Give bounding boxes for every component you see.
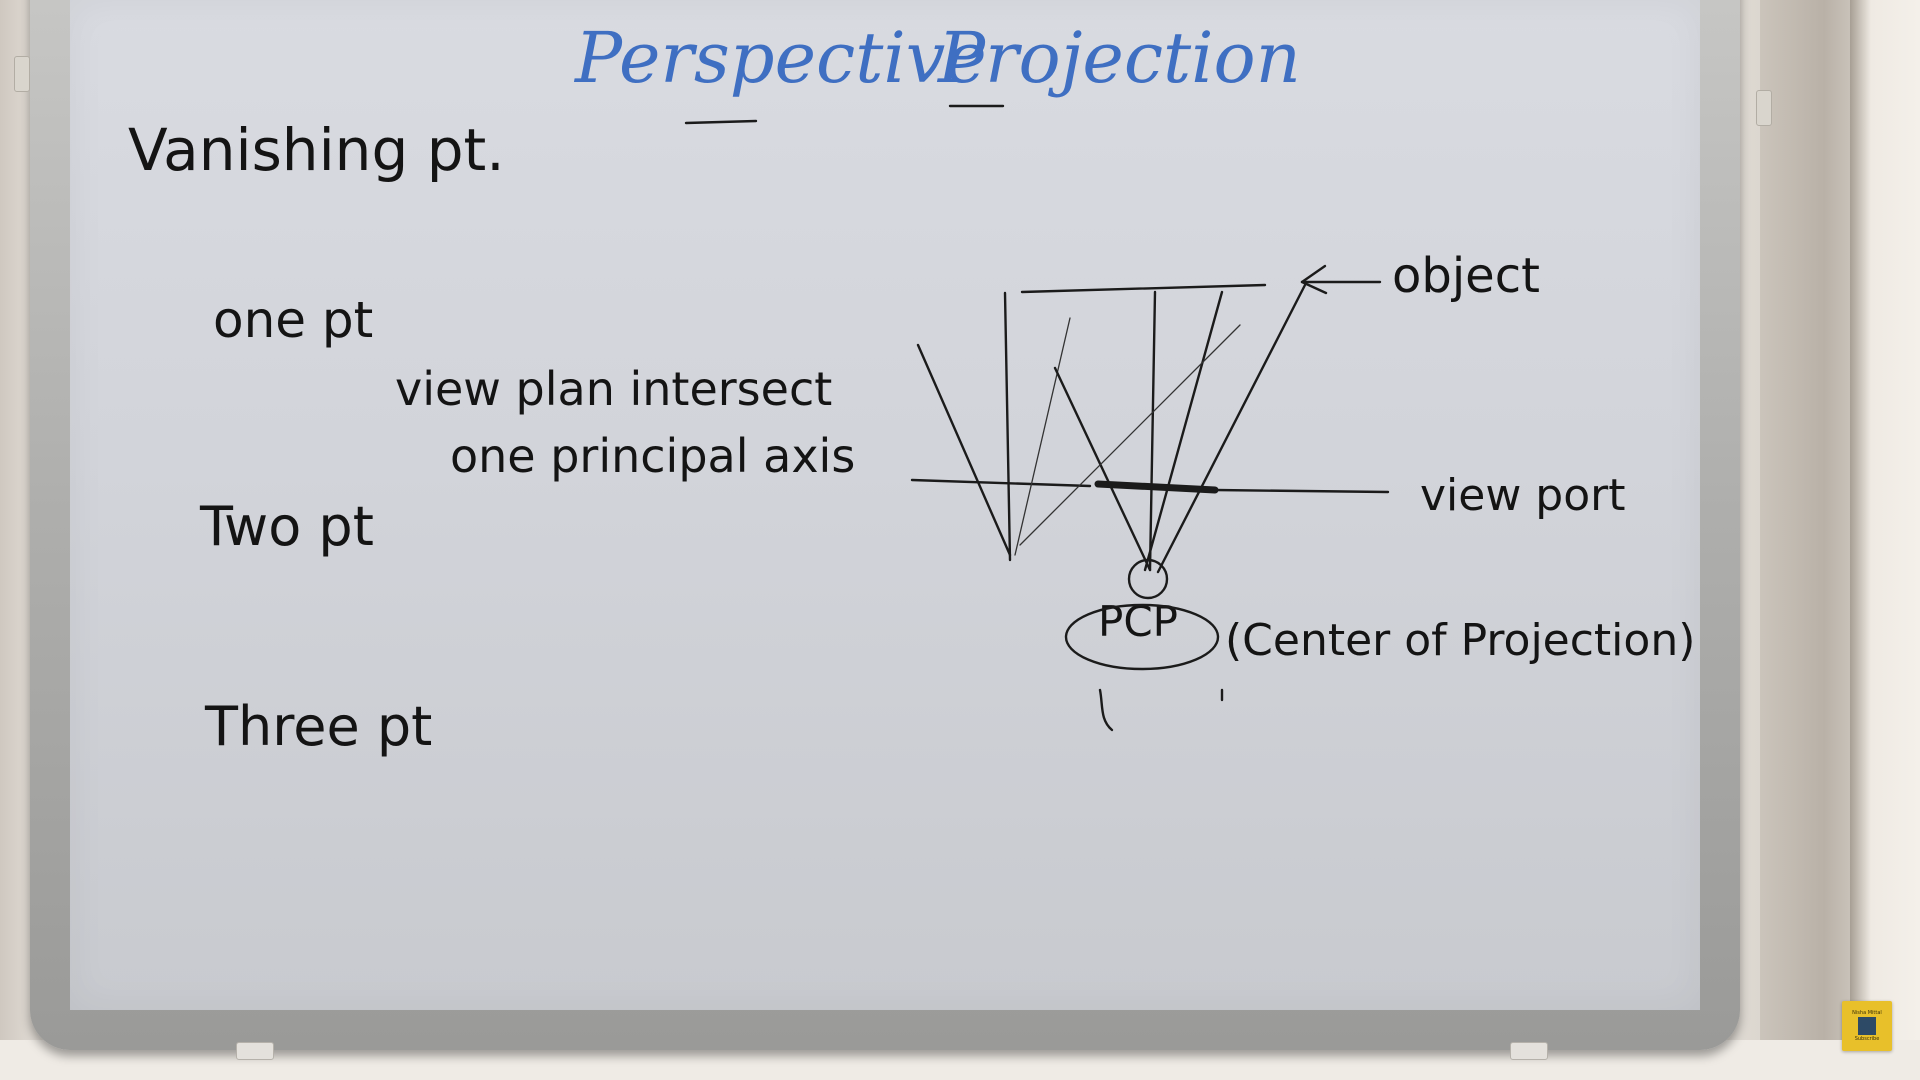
whiteboard-surface <box>70 0 1700 1010</box>
frame-clip <box>236 1042 274 1060</box>
view-port-line <box>910 478 1092 488</box>
channel-name: Nisha Mittal <box>1852 1010 1882 1016</box>
channel-watermark[interactable]: Nisha Mittal Subscribe <box>1842 1001 1892 1051</box>
view-port-window <box>1094 480 1219 494</box>
arrow-head <box>1300 264 1328 295</box>
channel-logo <box>1858 1017 1876 1035</box>
door-frame <box>1850 0 1920 1080</box>
projection-ray <box>1156 283 1307 574</box>
title-underline <box>684 119 758 125</box>
item-three-pt: Three pt <box>204 695 432 758</box>
frame-clip <box>14 56 30 92</box>
center-of-projection-point <box>1127 558 1169 600</box>
projection-ray <box>1143 290 1224 572</box>
projection-ray <box>1148 290 1157 572</box>
projection-ray <box>1003 291 1012 562</box>
item-two-pt: Two pt <box>199 495 374 558</box>
note-one-principal-axis: one principal axis <box>450 429 855 483</box>
stray-mark <box>1098 688 1114 732</box>
object-line <box>1020 283 1267 294</box>
projection-ray <box>1053 366 1152 572</box>
view-port-line <box>1213 488 1390 494</box>
label-center-of-projection: (Center of Projection) <box>1225 615 1695 666</box>
frame-clip <box>1510 1042 1548 1060</box>
pcp-ellipse <box>1064 603 1220 671</box>
note-view-plan-intersect: view plan intersect <box>395 362 832 416</box>
frame-clip <box>1756 90 1772 126</box>
label-view-port: view port <box>1420 470 1626 521</box>
projection-ray <box>1019 324 1241 546</box>
heading-vanishing-pt: Vanishing pt. <box>128 116 505 184</box>
projection-ray <box>1014 317 1071 556</box>
title-word-projection: Projection <box>936 17 1301 99</box>
subscribe-label: Subscribe <box>1854 1036 1880 1042</box>
item-one-pt: one pt <box>213 291 373 349</box>
label-object: object <box>1392 248 1540 304</box>
title-word-perspective: Perspective <box>573 17 987 99</box>
projection-ray <box>916 343 1012 557</box>
